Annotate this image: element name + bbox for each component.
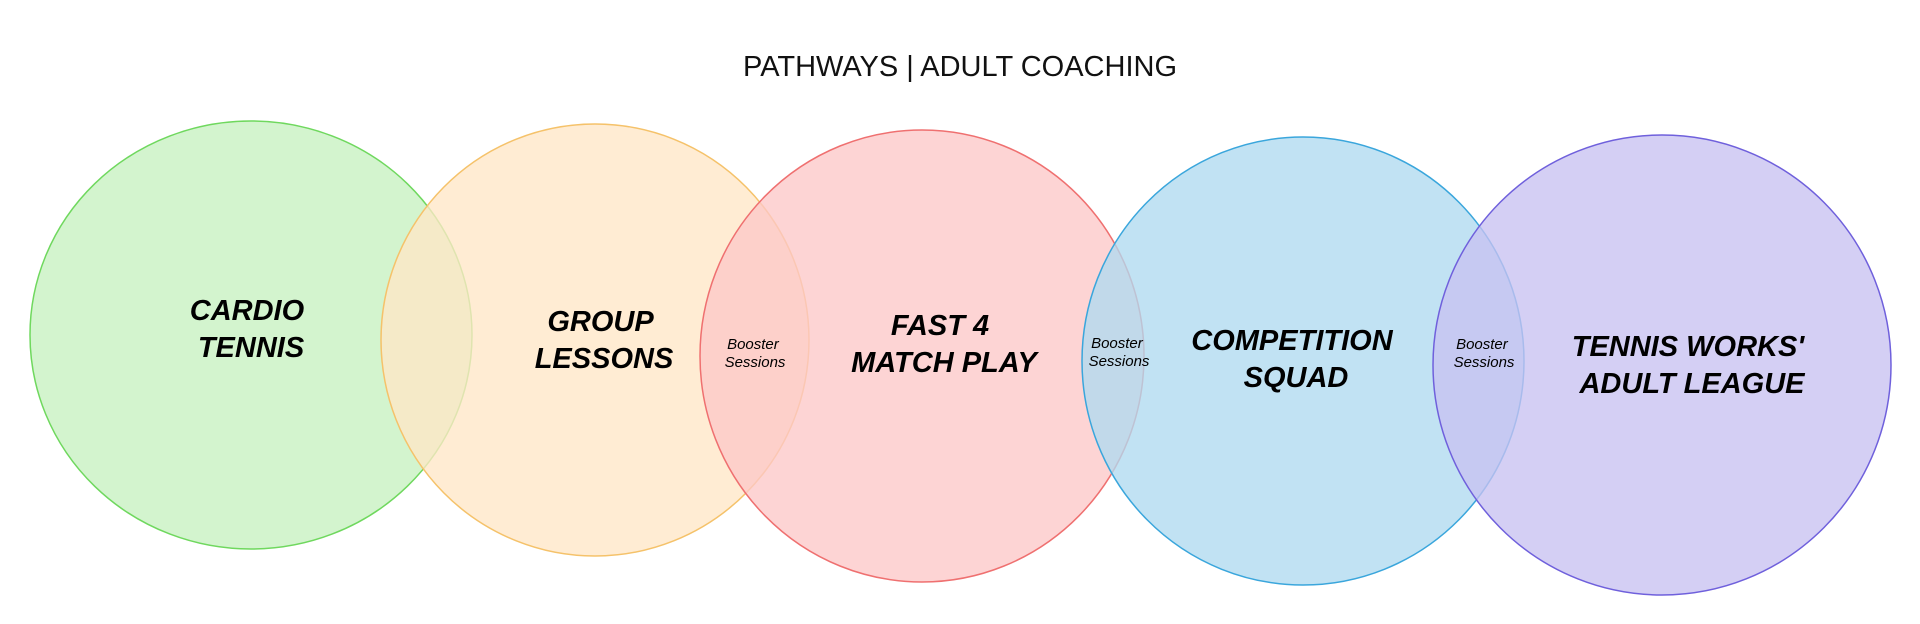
diagram-title: PATHWAYS | ADULT COACHING — [743, 51, 1177, 83]
circle-label-line: ADULT LEAGUE — [1578, 368, 1806, 400]
overlap-label-line: Sessions — [1089, 353, 1150, 370]
overlap-label-competition-league: Booster Sessions — [1454, 336, 1515, 371]
overlap-label-line: Booster — [1091, 335, 1144, 352]
overlap-label-line: Booster — [727, 336, 780, 353]
circle-label-line: CARDIO — [190, 295, 305, 327]
overlap-label-fast4-competition: Booster Sessions — [1089, 335, 1150, 370]
overlap-label-group-fast4: Booster Sessions — [725, 336, 786, 371]
overlap-label-line: Sessions — [725, 354, 786, 371]
circle-adult-league — [1432, 134, 1892, 596]
circle-label-line: LESSONS — [535, 343, 674, 375]
circle-label-cardio-tennis: CARDIO TENNIS — [190, 295, 312, 364]
circle-label-fast4-match-play: FAST 4 MATCH PLAY — [851, 310, 1039, 379]
circle-label-group-lessons: GROUP LESSONS — [535, 306, 674, 375]
circle-label-line: COMPETITION — [1191, 325, 1393, 357]
circle-label-line: MATCH PLAY — [851, 347, 1039, 379]
overlap-label-line: Sessions — [1454, 354, 1515, 371]
circle-adult-league-shape — [1432, 134, 1892, 596]
circle-label-line: FAST 4 — [891, 310, 989, 342]
circle-label-adult-league: TENNIS WORKS' ADULT LEAGUE — [1572, 331, 1813, 400]
circle-label-competition-squad: COMPETITION SQUAD — [1191, 325, 1400, 394]
circle-label-line: TENNIS — [198, 332, 305, 364]
circle-label-line: GROUP — [547, 306, 654, 338]
circle-label-line: TENNIS WORKS' — [1572, 331, 1806, 363]
overlap-label-line: Booster — [1456, 336, 1509, 353]
circle-label-line: SQUAD — [1244, 362, 1349, 394]
